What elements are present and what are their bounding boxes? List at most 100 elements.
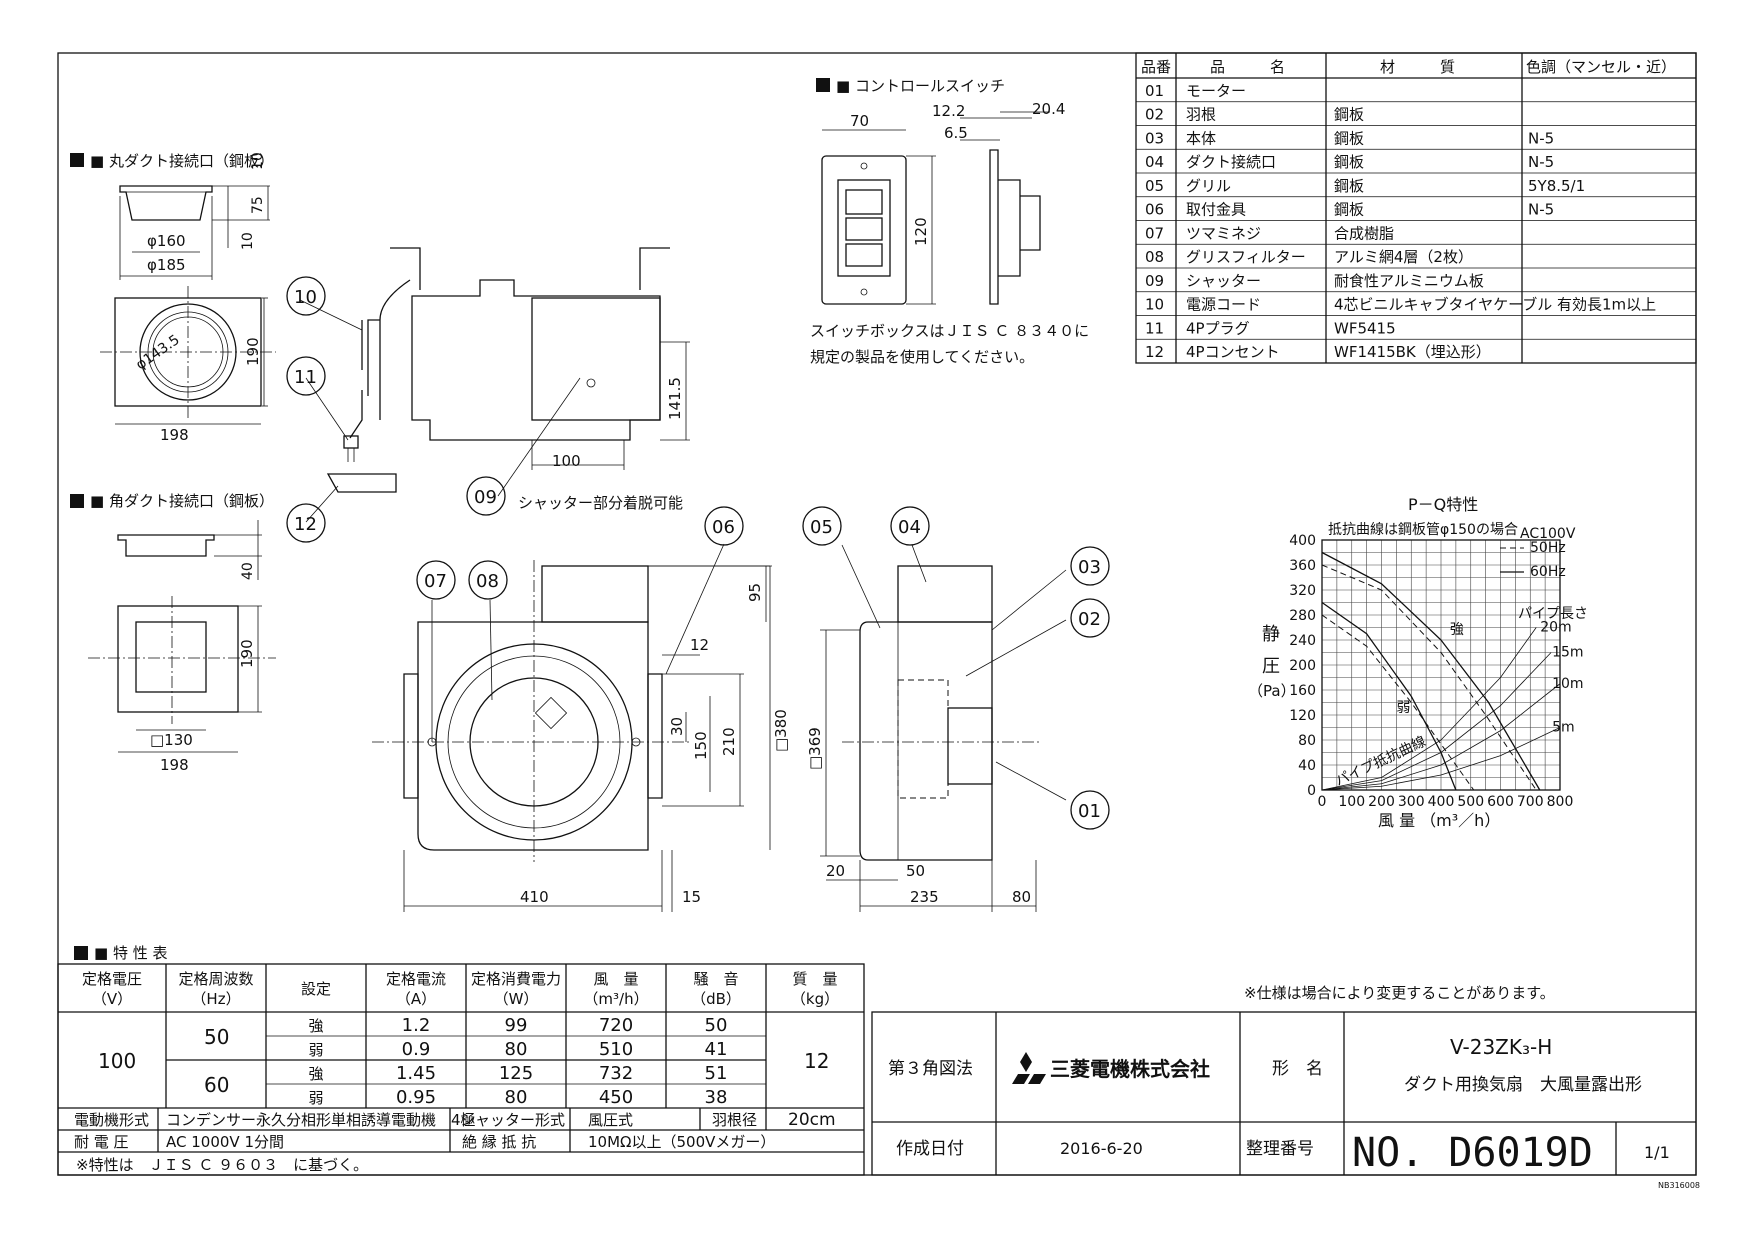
dim-sw-6-5: 6.5 [944, 124, 968, 142]
chart-strong-label: 強 [1450, 622, 1464, 638]
char-header: 定格消費電力 [471, 970, 561, 988]
parts-cell: 取付金具 [1186, 201, 1246, 219]
withstand: AC 1000V 1分間 [166, 1133, 284, 1151]
drawing-number: NO. D6019D [1352, 1130, 1593, 1176]
parts-cell: シャッター [1186, 272, 1261, 290]
legend-60hz: 60Hz [1530, 564, 1566, 580]
parts-cell: N-5 [1528, 201, 1554, 219]
callout-04: 04 [898, 517, 921, 538]
legend-50hz: 50Hz [1530, 540, 1566, 556]
dim-front-210: 210 [720, 727, 738, 756]
parts-header-name: 品 名 [1210, 58, 1285, 76]
parts-cell: 03 [1145, 129, 1164, 147]
dim-round-d185: φ185 [147, 256, 186, 274]
chart-ytick: 360 [1289, 558, 1316, 574]
parts-cell: 04 [1145, 153, 1164, 171]
front-view: 95 12 210 150 30 □380 410 15 [372, 543, 790, 912]
parts-cell: 4Pコンセント [1186, 343, 1280, 361]
isometric-view: 100 141.5 シャッター部分着脱可能 [299, 247, 690, 523]
chart-ytick: 400 [1289, 533, 1316, 549]
callout-11: 11 [294, 367, 317, 388]
side-view: □369 20 50 235 80 [806, 544, 1067, 912]
chart-ylabel-2: 圧 [1262, 656, 1280, 677]
chart-title: P－Q特性 [1408, 495, 1478, 514]
dim-round-75: 75 [250, 196, 266, 214]
dim-round-d160: φ160 [147, 232, 186, 250]
dim-sq-190: 190 [238, 639, 256, 668]
motor-type: コンデンサー永久分相形単相誘導電動機 4極 [166, 1111, 476, 1129]
dim-front-410: 410 [520, 888, 549, 906]
dim-side-80: 80 [1012, 888, 1031, 906]
parts-cell: 耐食性アルミニウム板 [1334, 272, 1484, 290]
char-cell-flow: 450 [599, 1087, 633, 1108]
parts-cell: 羽根 [1186, 106, 1216, 124]
callout-07: 07 [424, 571, 447, 592]
chart-series-60Hz-weak [1321, 601, 1457, 791]
char-cell-current: 0.9 [402, 1039, 431, 1060]
parts-cell: グリル [1186, 177, 1231, 195]
char-header-unit: （A） [396, 990, 436, 1008]
parts-header-no: 品番 [1141, 58, 1171, 76]
chart-ytick: 320 [1289, 583, 1316, 599]
callout-06: 06 [712, 517, 735, 538]
dim-side-369: □369 [806, 727, 824, 770]
chart-ytick: 280 [1289, 608, 1316, 624]
chart-resistance-label: 5m [1552, 720, 1575, 736]
chart-xtick: 200 [1368, 794, 1395, 810]
parts-cell: 12 [1145, 343, 1164, 361]
chart-ytick: 120 [1289, 708, 1316, 724]
square-duct-title: ■ 角ダクト接続口（鋼板） [90, 492, 274, 510]
chart-resistance-curve [1321, 727, 1561, 791]
dim-sw-12-2: 12.2 [932, 102, 965, 120]
chart-ytick: 200 [1289, 658, 1316, 674]
switch-note-1: スイッチボックスはＪＩＳ Ｃ ８３４０に [810, 322, 1089, 340]
parts-cell: 鋼板 [1334, 153, 1364, 171]
char-cell-setting: 弱 [308, 1089, 323, 1107]
char-header: 騒 音 [693, 970, 738, 988]
model-label: 形 名 [1272, 1059, 1323, 1079]
dim-sw-70: 70 [850, 112, 869, 130]
dim-side-235: 235 [910, 888, 939, 906]
chart-ytick: 0 [1307, 783, 1316, 799]
parts-cell: 07 [1145, 224, 1164, 242]
char-cell-flow: 510 [599, 1039, 633, 1060]
char-cell-power: 80 [505, 1087, 528, 1108]
char-title: ■ 特 性 表 [94, 944, 167, 962]
blade-label: 羽根径 [712, 1111, 757, 1129]
chart-xtick: 0 [1318, 794, 1327, 810]
characteristics-table: ■ 特 性 表 定格電圧（V）定格周波数（Hz）設定定格電流（A）定格消費電力（… [57, 944, 865, 1176]
chart-xtick: 600 [1487, 794, 1514, 810]
char-hz-50: 50 [204, 1025, 229, 1049]
char-cell-power: 80 [505, 1039, 528, 1060]
parts-cell: 5Y8.5/1 [1528, 177, 1585, 195]
parts-cell: 01 [1145, 82, 1164, 100]
parts-cell: 鋼板 [1334, 201, 1364, 219]
parts-cell: 08 [1145, 248, 1164, 266]
shutter-note: シャッター部分着脱可能 [518, 494, 683, 512]
parts-cell: 鋼板 [1334, 106, 1364, 124]
char-cell-noise: 50 [705, 1015, 728, 1036]
company-name: 三菱電機株式会社 [1050, 1057, 1210, 1081]
dim-front-150: 150 [692, 731, 710, 760]
char-voltage: 100 [98, 1049, 136, 1073]
parts-header-material: 材 質 [1380, 58, 1455, 76]
char-header-unit: （m³/h） [583, 990, 648, 1008]
chart-xtick: 700 [1517, 794, 1544, 810]
char-header: 風 量 [593, 970, 638, 988]
chart-ylabel-1: 静 [1262, 624, 1280, 645]
parts-cell: 11 [1145, 319, 1164, 337]
char-cell-noise: 38 [705, 1087, 728, 1108]
callout-03: 03 [1078, 557, 1101, 578]
char-cell-noise: 51 [705, 1063, 728, 1084]
round-duct-view: ■ 丸ダクト接続口（鋼板） 10 75 10 φ160 φ185 φ143.5 … [70, 152, 276, 444]
parts-cell: N-5 [1528, 153, 1554, 171]
parts-cell: 10 [1145, 296, 1164, 314]
char-cell-current: 0.95 [396, 1087, 436, 1108]
dim-iso-100: 100 [552, 452, 581, 470]
chart-legend: 50Hz 60Hz [1500, 540, 1566, 580]
parts-cell: 鋼板 [1334, 129, 1364, 147]
chart-supply: AC100V [1520, 526, 1576, 542]
control-switch-view: ■ コントロールスイッチ 70 120 12.2 6.5 20.4 スイッチボッ… [810, 77, 1089, 366]
blade-size: 20cm [788, 1110, 836, 1130]
callouts: 10 11 12 09 07 08 06 05 04 03 02 01 [286, 276, 1110, 830]
